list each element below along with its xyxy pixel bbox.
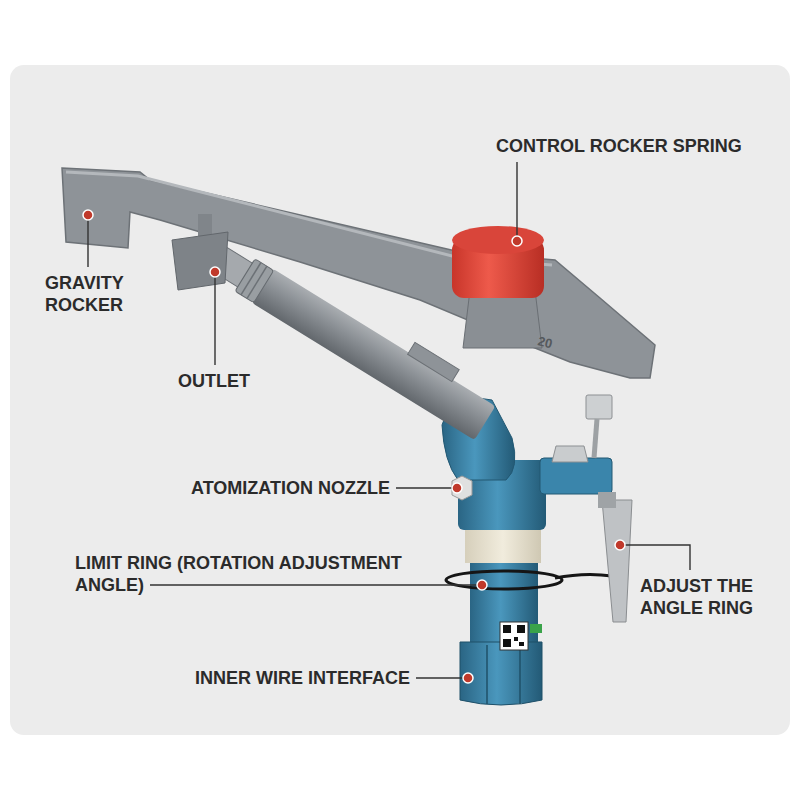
wire-loop (446, 571, 562, 589)
sprinkler-base (446, 527, 612, 705)
bracket-rod (594, 419, 597, 458)
part-label: CONTROL ROCKER SPRING (496, 135, 742, 157)
hex-nut (460, 642, 542, 705)
lever-clip (598, 492, 616, 508)
angle-lever (602, 500, 632, 622)
pivot-block (463, 290, 542, 348)
side-arm (540, 458, 612, 494)
cap-top (452, 226, 544, 254)
atomization-nozzle (452, 476, 472, 500)
leader-line (150, 584, 482, 585)
part-label: OUTLET (178, 370, 250, 392)
arm-highlight (66, 172, 552, 265)
qr-mark (517, 625, 525, 633)
control-rocker-spring (452, 226, 544, 348)
part-label: GRAVITY ROCKER (45, 272, 145, 316)
leader-dot (452, 483, 462, 493)
bolt (552, 446, 588, 462)
leader-dot (83, 210, 93, 220)
limit-ring-band (465, 527, 541, 563)
wire-tail (555, 574, 612, 578)
leader-line (214, 272, 215, 365)
rocker-arm (62, 168, 655, 378)
leader-dot (615, 540, 625, 550)
leader-lines (88, 162, 690, 678)
hex-edge (486, 645, 488, 704)
qr-mark (503, 639, 511, 647)
part-label: ADJUST THE ANGLE RING (640, 575, 780, 619)
part-label: INNER WIRE INTERFACE (195, 667, 410, 689)
qr-code (500, 622, 528, 650)
green-tag (530, 624, 542, 633)
nut-ring (241, 263, 261, 295)
leader-dot (210, 267, 220, 277)
leader-line (416, 677, 468, 678)
deflector-stem (198, 214, 212, 236)
leader-line (87, 215, 88, 267)
leader-line (396, 487, 457, 488)
qr-mark (514, 637, 518, 641)
hex-edge (519, 645, 521, 704)
leader-line (516, 162, 517, 241)
leader-line (620, 545, 690, 570)
leader-dot (477, 580, 487, 590)
arm-bracket (408, 342, 460, 381)
top-bracket (586, 395, 612, 419)
leader-dot (512, 236, 522, 246)
outlet-nut (235, 259, 274, 303)
qr-mark (503, 625, 511, 633)
part-label: ATOMIZATION NOZZLE (191, 477, 390, 499)
leader-dot (463, 673, 473, 683)
part-label: LIMIT RING (ROTATION ADJUSTMENT ANGLE) (75, 552, 415, 596)
leader-dots (83, 210, 625, 683)
deflector-paddle (172, 232, 228, 290)
gravity-rocker (62, 168, 655, 378)
nut-ring (247, 266, 267, 298)
background-panel (10, 65, 790, 735)
qr-mark (519, 642, 524, 646)
